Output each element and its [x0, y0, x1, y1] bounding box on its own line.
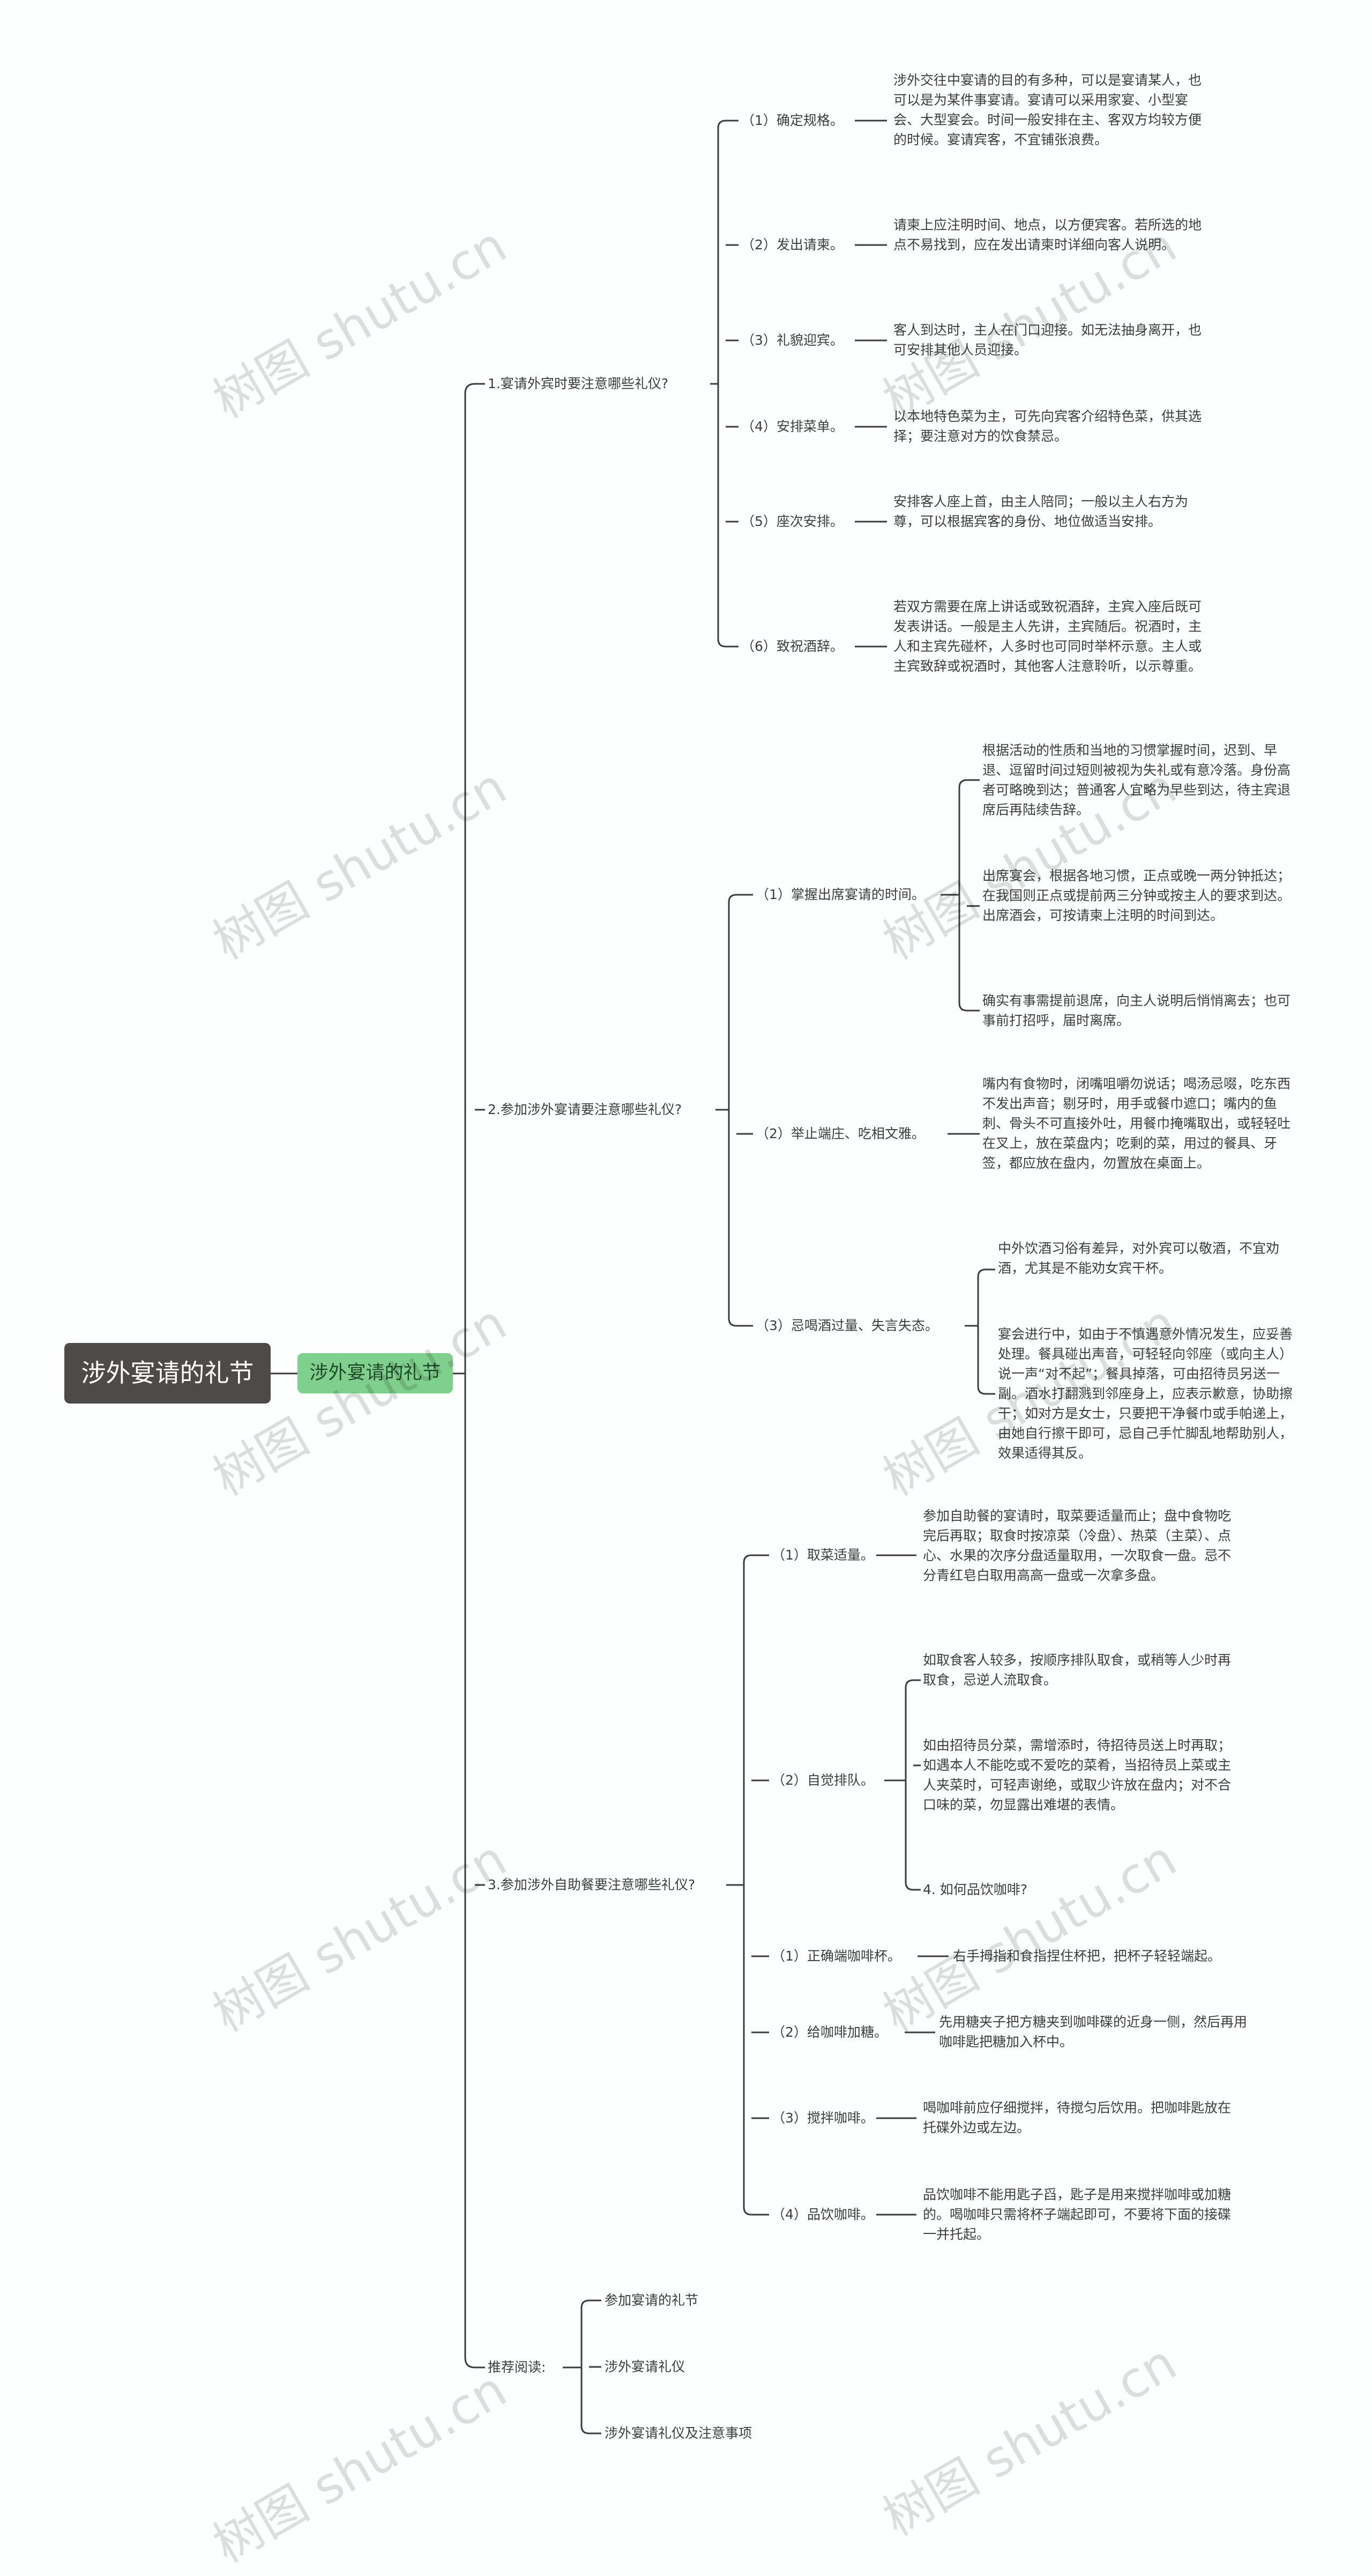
recommended-link[interactable]: 参加宴请的礼节	[605, 2292, 699, 2308]
item-label[interactable]: （2）自觉排队。	[772, 1772, 874, 1788]
item-label[interactable]: （1）取菜适量。	[772, 1547, 874, 1563]
connector-bracket	[580, 2299, 590, 2434]
connector-bracket	[977, 1268, 986, 1395]
connector-bracket	[464, 383, 475, 2369]
item-note: 4. 如何品饮咖啡?	[923, 1882, 1028, 1897]
item-note: 安排客人座上首，由主人陪同；一般以主人右方为尊，可以根据宾客的身份、地位做适当安…	[893, 494, 1189, 529]
item-note: 品饮咖啡不能用匙子舀，匙子是用来搅拌咖啡或加糖的。喝咖啡只需将杯子端起即可，不要…	[923, 2187, 1232, 2242]
item-note: 如取食客人较多，按顺序排队取食，或稍等人少时再取食，忌逆人流取食。	[923, 1652, 1232, 1688]
section-title-recommended[interactable]: 推荐阅读:	[488, 2359, 546, 2375]
item-note: 宴会进行中，如由于不慎遇意外情况发生，应妥善处理。餐具碰出声音，可轻轻向邻座（或…	[998, 1326, 1293, 1461]
item-label[interactable]: （1）掌握出席宴请的时间。	[756, 887, 925, 902]
item-label[interactable]: （6）致祝酒辞。	[741, 639, 844, 654]
item-label[interactable]: （3）忌喝酒过量、失言失态。	[756, 1318, 938, 1333]
connector-bracket	[717, 120, 726, 648]
item-note: 参加自助餐的宴请时，取菜要适量而止；盘中食物吃完后再取；取食时按凉菜（冷盘）、热…	[923, 1508, 1232, 1583]
item-label[interactable]: （2）发出请柬。	[741, 237, 844, 253]
item-label[interactable]: （1）正确端咖啡杯。	[772, 1948, 901, 1964]
item-note: 确实有事需提前退席，向主人说明后悄悄离去；也可事前打招呼，届时离席。	[982, 993, 1291, 1028]
connector-bracket	[958, 779, 967, 1012]
item-label[interactable]: （4）品饮咖啡。	[772, 2207, 874, 2222]
item-note: 如由招待员分菜，需增添时，待招待员送上时再取；如遇本人不能吃或不爱吃的菜肴，当招…	[923, 1738, 1232, 1813]
item-note: 若双方需要在席上讲话或致祝酒辞，主宾入座后既可发表讲话。一般是主人先讲，主宾随后…	[893, 599, 1202, 674]
mind-map: 涉外宴请的礼节 涉外宴请的礼节 1.宴请外宾时要注意哪些礼仪? 2.参加涉外宴请…	[64, 72, 1293, 2574]
item-note: 以本地特色菜为主，可先向宾客介绍特色菜，供其选择；要注意对方的饮食禁忌。	[893, 409, 1202, 444]
connector-bracket	[743, 1554, 752, 2216]
connector-lines	[271, 120, 995, 2434]
center-topic-node[interactable]: 涉外宴请的礼节	[297, 1353, 453, 1393]
recommended-link[interactable]: 涉外宴请礼仪	[605, 2359, 685, 2374]
connector-bracket	[728, 894, 737, 1327]
section-title-buffet[interactable]: 3.参加涉外自助餐要注意哪些礼仪?	[488, 1877, 696, 1892]
item-note: 先用糖夹子把方糖夹到咖啡碟的近身一侧，然后再用咖啡匙把糖加入杯中。	[939, 2014, 1248, 2050]
connector-bracket	[905, 1679, 914, 1891]
item-note: 中外饮酒习俗有差异，对外宾可以敬酒，不宜劝酒，尤其是不能劝女宾干杯。	[998, 1241, 1280, 1276]
item-label[interactable]: （1）确定规格。	[741, 113, 844, 128]
item-note: 喝咖啡前应仔细搅拌，待搅匀后饮用。把咖啡匙放在托碟外边或左边。	[923, 2100, 1232, 2135]
item-note: 嘴内有食物时，闭嘴咀嚼勿说话；喝汤忌啜，吃东西不发出声音；剔牙时，用手或餐巾遮口…	[982, 1076, 1291, 1171]
item-label[interactable]: （4）安排菜单。	[741, 419, 844, 434]
item-note: 客人到达时，主人在门口迎接。如无法抽身离开，也可安排其他人员迎接。	[893, 322, 1202, 358]
recommended-link[interactable]: 涉外宴请礼仪及注意事项	[605, 2425, 752, 2441]
item-note: 出席宴会，根据各地习惯，正点或晚一两分钟抵达；在我国则正点或提前两三分钟或按主人…	[982, 868, 1291, 923]
item-label[interactable]: （3）礼貌迎宾。	[741, 332, 844, 348]
item-note: 右手拇指和食指捏住杯把，把杯子轻轻端起。	[953, 1948, 1221, 1964]
item-note: 请柬上应注明时间、地点，以方便宾客。若所选的地点不易找到，应在发出请柬时详细向客…	[893, 217, 1202, 253]
section-title-attend-banquet[interactable]: 2.参加涉外宴请要注意哪些礼仪?	[488, 1102, 682, 1117]
root-node[interactable]: 涉外宴请的礼节	[64, 1343, 271, 1404]
section-title-banquet-host[interactable]: 1.宴请外宾时要注意哪些礼仪?	[488, 376, 669, 391]
item-label[interactable]: （3）搅拌咖啡。	[772, 2110, 874, 2126]
item-label[interactable]: （2）举止端庄、吃相文雅。	[756, 1126, 925, 1141]
item-note: 根据活动的性质和当地的习惯掌握时间，迟到、早退、逗留时间过短则被视为失礼或有意冷…	[982, 743, 1291, 818]
item-label[interactable]: （2）给咖啡加糖。	[772, 2024, 888, 2040]
item-label[interactable]: （5）座次安排。	[741, 514, 844, 529]
item-note: 涉外交往中宴请的目的有多种，可以是宴请某人，也可以是为某件事宴请。宴请可以采用家…	[893, 72, 1202, 147]
